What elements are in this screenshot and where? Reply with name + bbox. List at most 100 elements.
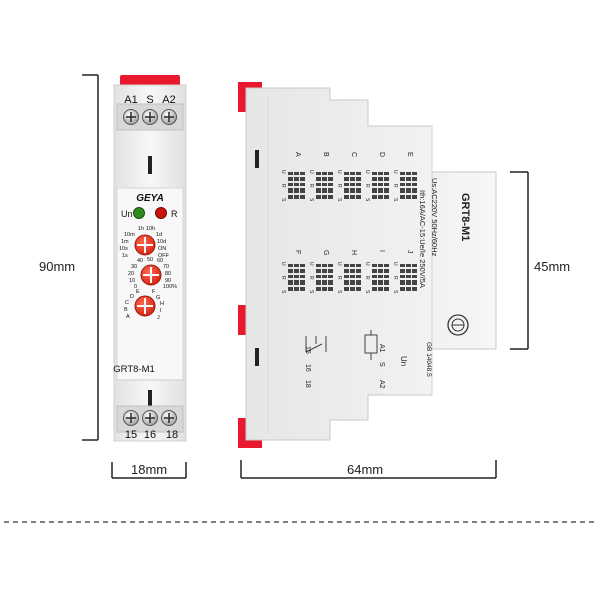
timing-wave-f-segment [300,264,305,267]
side-wiring-s: S [378,362,385,367]
mode-row-label: U [280,262,286,266]
timing-wave-b-segment [328,183,333,186]
timing-wave-b-segment [322,183,327,186]
svg-text:1h: 1h [138,226,144,232]
timing-wave-i-segment [378,269,383,273]
timing-wave-i-segment [378,275,383,278]
time-range-knob[interactable] [134,234,156,256]
front-view [113,75,187,442]
timing-wave-c-segment [356,183,361,186]
timing-wave-i-segment [384,269,389,273]
timing-wave-i-segment [384,264,389,267]
dimension-depth [240,460,497,479]
svg-text:60: 60 [157,258,163,264]
timing-wave-f-segment [300,280,305,285]
timing-wave-d-segment [384,195,389,199]
timing-wave-a-segment [288,172,293,175]
timing-wave-d-segment [378,172,383,175]
percent-knob[interactable] [140,264,162,286]
timing-wave-d-segment [378,183,383,186]
timing-wave-h-segment [350,280,355,285]
timing-wave-f-segment [294,269,299,273]
mode-row-label: S [280,198,286,202]
mode-row-label: S [392,290,398,294]
mode-letter-i: I [378,250,385,252]
percent-scale: 40 50 60 30 70 20 80 10 90 0 100% [128,257,177,290]
dimension-height [82,74,99,441]
side-wiring-a1: A1 [378,344,385,353]
timing-wave-a-segment [288,195,293,199]
timing-wave-g-segment [328,264,333,267]
mode-row-label: R [364,276,370,280]
timing-wave-c-segment [344,195,349,199]
svg-text:OFF: OFF [158,253,170,259]
timing-wave-h-segment [344,280,349,285]
mode-row-label: S [336,290,342,294]
svg-text:B: B [124,307,128,313]
timing-wave-j-segment [400,287,405,291]
timing-wave-h-segment [344,275,349,278]
mode-row-label: R [280,184,286,188]
mode-letter-a: A [294,152,301,157]
timing-wave-j-segment [400,264,405,267]
mode-row-label: S [364,198,370,202]
dimension-front-width [111,462,187,479]
mode-row-label: U [364,262,370,266]
mode-letter-f: F [294,250,301,254]
timing-wave-d-segment [372,195,377,199]
svg-text:30: 30 [131,264,137,270]
front-model-label: GRT8-M1 [113,364,155,375]
side-rating-current: Ith:16A/AC-15:Ue/Ie 250V/5A [418,190,427,288]
side-wiring-16: 16 [304,364,311,372]
timing-wave-c-segment [356,195,361,199]
timing-wave-e-segment [400,188,405,193]
timing-wave-e-segment [412,195,417,199]
timing-wave-e-segment [412,188,417,193]
timing-wave-g-segment [322,287,327,291]
timing-wave-b-segment [328,177,333,181]
timing-wave-d-segment [372,172,377,175]
side-model-label: GRT8-M1 [459,193,471,241]
timing-wave-d-segment [384,188,389,193]
svg-text:C: C [125,300,129,306]
svg-text:1s: 1s [122,253,128,259]
timing-wave-a-segment [300,183,305,186]
timing-wave-i-segment [378,264,383,267]
terminal-label-16: 16 [144,429,156,441]
timing-wave-i-segment [372,287,377,291]
timing-wave-a-segment [294,183,299,186]
timing-wave-f-segment [294,287,299,291]
mode-row-label: S [336,198,342,202]
dimension-side-height [510,171,529,350]
timing-wave-h-segment [356,275,361,278]
svg-text:50: 50 [147,257,153,263]
timing-wave-e-segment [406,188,411,193]
mode-row-label: U [280,170,286,174]
timing-wave-b-segment [328,172,333,175]
timing-wave-g-segment [316,264,321,267]
timing-wave-c-segment [350,177,355,181]
svg-text:70: 70 [163,264,169,270]
mode-letter-b: B [322,152,329,157]
timing-wave-g-segment [316,269,321,273]
timing-wave-c-segment [344,177,349,181]
timing-wave-a-segment [300,172,305,175]
timing-wave-c-segment [350,172,355,175]
top-screws [123,109,177,125]
timing-wave-g-segment [328,280,333,285]
timing-wave-e-segment [406,183,411,186]
timing-wave-c-segment [356,177,361,181]
dimension-side-height-label: 45mm [534,259,571,274]
function-knob[interactable] [134,295,156,317]
svg-text:E: E [136,289,140,295]
timing-wave-b-segment [328,188,333,193]
svg-text:10h: 10h [146,226,155,232]
side-wiring-18: 18 [304,380,311,388]
timing-wave-h-segment [344,269,349,273]
timing-wave-a-segment [294,177,299,181]
timing-wave-g-segment [328,269,333,273]
timing-wave-j-segment [412,287,417,291]
